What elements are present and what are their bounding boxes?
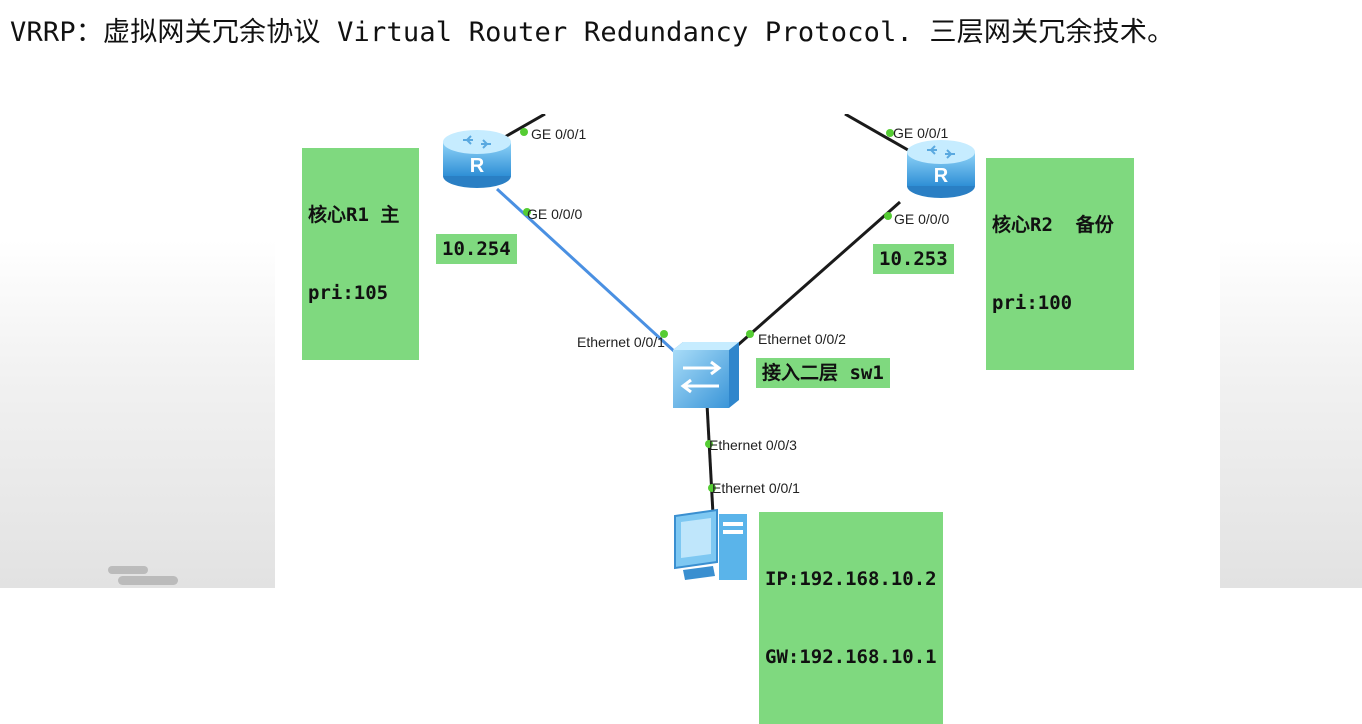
port-dot: [705, 440, 713, 448]
decorative-smudge: [118, 576, 178, 585]
pc-icon[interactable]: [674, 508, 747, 580]
r2-label-name: 核心R2 备份: [992, 214, 1114, 236]
svg-text:R: R: [470, 155, 485, 177]
link-r1-sw1: [495, 187, 677, 354]
port-dot: [520, 128, 528, 136]
r2-label-priority: pri:100: [992, 292, 1073, 314]
port-dot: [884, 212, 892, 220]
svg-text:R: R: [934, 165, 949, 187]
sw1-label: 接入二层 sw1: [756, 358, 890, 388]
port-label-sw-down: Ethernet 0/0/3: [709, 437, 797, 453]
pc-ip: IP:192.168.10.2: [765, 568, 937, 590]
page-title: VRRP：虚拟网关冗余协议 Virtual Router Redundancy …: [10, 17, 1175, 48]
r2-label: 核心R2 备份 pri:100: [986, 158, 1134, 370]
router-icon[interactable]: R: [907, 140, 975, 198]
r1-label-name: 核心R1 主: [308, 204, 400, 226]
router-icon[interactable]: R: [443, 130, 511, 188]
port-dot: [523, 208, 531, 216]
port-label-r1-up: GE 0/0/1: [531, 126, 587, 142]
topology-diagram: R R: [443, 114, 975, 580]
r1-address-label: 10.254: [436, 234, 517, 264]
link-sw1-pc: [705, 403, 715, 515]
r2-address-label: 10.253: [873, 244, 954, 274]
decorative-smudge: [108, 566, 148, 574]
r1-label: 核心R1 主 pri:105: [302, 148, 420, 360]
port-dot: [746, 330, 754, 338]
r1-label-priority: pri:105: [308, 282, 389, 304]
port-label-r2-up: GE 0/0/1: [893, 125, 949, 141]
topology-canvas: R R 核心R1 主 pri:105: [275, 114, 1220, 724]
pc-label: IP:192.168.10.2 GW:192.168.10.1: [759, 512, 943, 724]
switch-icon[interactable]: [673, 342, 739, 408]
port-dot: [660, 330, 668, 338]
port-label-pc-up: Ethernet 0/0/1: [712, 480, 800, 496]
pc-gateway: GW:192.168.10.1: [765, 646, 937, 668]
link-r2-uplink: [844, 114, 916, 156]
port-label-r1-down: GE 0/0/0: [527, 206, 583, 222]
port-label-sw-right: Ethernet 0/0/2: [758, 331, 846, 347]
port-dot: [708, 484, 716, 492]
link-r2-sw1: [729, 200, 901, 354]
port-label-sw-left: Ethernet 0/0/1: [577, 334, 665, 350]
port-label-r2-down: GE 0/0/0: [894, 211, 950, 227]
port-dot: [886, 129, 894, 137]
